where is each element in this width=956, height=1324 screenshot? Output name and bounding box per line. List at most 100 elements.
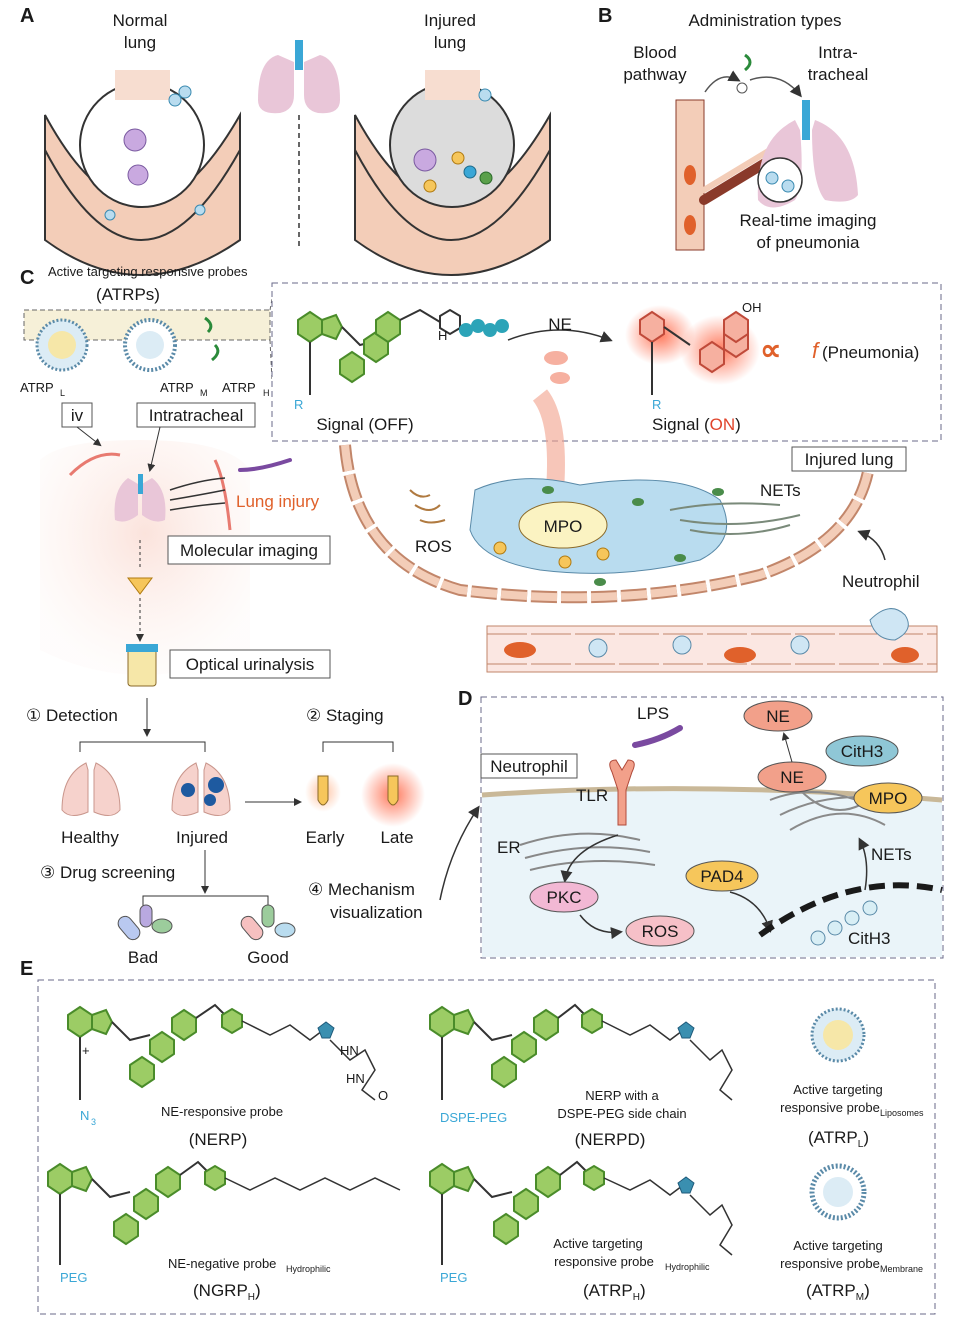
atrp-m-desc-1: Active targeting	[793, 1238, 883, 1253]
late-label: Late	[380, 828, 413, 847]
optical-urinalysis-label: Optical urinalysis	[186, 655, 315, 674]
atrp-h-abbr: (ATRPH)	[583, 1281, 646, 1303]
ne-enzyme-icon	[532, 351, 570, 491]
atrp-l-label: ATRP	[20, 380, 54, 395]
panel-b: B Administration types Blood pathway Int…	[598, 5, 877, 252]
early-label: Early	[306, 828, 345, 847]
dspe-peg-label: DSPE-PEG	[440, 1110, 507, 1125]
alveolar-wall-illustration	[339, 444, 876, 604]
atrp-h-desc-1: Active targeting	[553, 1236, 643, 1251]
normal-alveolus-illustration	[44, 70, 241, 276]
blood-vessel-illustration	[675, 99, 775, 251]
injured-alveolus-illustration	[354, 70, 551, 276]
nets-fibers	[769, 789, 891, 831]
ne-mid-label: NE	[780, 768, 804, 787]
mpo-d-label: MPO	[869, 789, 908, 808]
mechanism-label-2: visualization	[330, 903, 423, 922]
pad4-pill	[685, 860, 759, 892]
bad-label: Bad	[128, 948, 158, 967]
intratracheal-label-1: Intra-	[818, 43, 858, 62]
neutrophil-d-label: Neutrophil	[490, 757, 568, 776]
peg-label-2: PEG	[440, 1270, 467, 1285]
ne-arrow-label: NE	[548, 315, 572, 334]
injured-lung-label-1: Injured	[424, 11, 476, 30]
h-label: H	[438, 328, 447, 343]
nerpd-abbr: (NERPD)	[575, 1130, 646, 1149]
atrp-abbr: (ATRPs)	[96, 285, 160, 304]
capillary-illustration	[486, 608, 938, 673]
signal-on-label: Signal (ON)	[652, 415, 741, 434]
atrph-structure	[429, 1160, 733, 1265]
r-label-on: R	[652, 397, 661, 412]
signal-box	[271, 282, 942, 442]
cith3-bottom-label: CitH3	[848, 929, 891, 948]
normal-lung-label-2: lung	[124, 33, 156, 52]
er-label: ER	[497, 838, 521, 857]
n3-label: N	[80, 1108, 89, 1123]
atrp-h-desc-2: responsive probe	[554, 1254, 654, 1269]
panel-d: D Neutrophil LPS TLR ER PKC ROS PAD4 Cit…	[458, 688, 944, 959]
panel-label-d: D	[458, 688, 472, 710]
nerp-abbr: (NERP)	[189, 1130, 248, 1149]
nerp-hn-2: HN	[346, 1071, 365, 1086]
lung-b-illustration	[757, 100, 858, 208]
peg-label-1: PEG	[60, 1270, 87, 1285]
atrp-l-desc-2: responsive probe	[780, 1100, 880, 1115]
normal-lung-label-1: Normal	[113, 11, 168, 30]
ros-label: ROS	[415, 537, 452, 556]
optical-urinalysis-box	[169, 649, 331, 679]
cith3-top-pill	[825, 735, 899, 767]
staging-label: ② Staging	[306, 706, 384, 725]
realtime-imaging-label-1: Real-time imaging	[740, 211, 877, 230]
panel-label-b: B	[598, 5, 612, 27]
n3-sub: 3	[91, 1117, 96, 1127]
atrp-l-sub: L	[60, 388, 65, 398]
molecular-imaging-label: Molecular imaging	[180, 541, 318, 560]
mpo-label: MPO	[544, 517, 583, 536]
nerpd-line-1: NERP with a	[585, 1088, 659, 1103]
injured-lung-label: Injured lung	[805, 450, 894, 469]
body-illustration	[40, 426, 292, 675]
molecular-imaging-box	[167, 535, 331, 565]
realtime-imaging-label-2: of pneumonia	[756, 233, 860, 252]
liposome-probe-m	[123, 318, 177, 372]
atrp-m-label: ATRP	[160, 380, 194, 395]
panel-e: E + HN HN O N 3 NE-responsive probe (NER…	[20, 958, 936, 1315]
small-probe-h	[204, 316, 220, 362]
lung-icon	[258, 40, 340, 250]
chromatin-cith3-icon	[810, 900, 878, 946]
nerpd-line-2: DSPE-PEG side chain	[557, 1106, 686, 1121]
panel-c: C Active targeting responsive probes (AT…	[20, 264, 942, 967]
injured-lung-label-2: lung	[434, 33, 466, 52]
healthy-lung-icon	[61, 762, 121, 816]
nucleus-membrane	[758, 882, 943, 938]
ngrp-abbr: (NGRPH)	[193, 1281, 261, 1303]
atrp-m-desc-2: responsive probe	[780, 1256, 880, 1271]
late-tube-icon	[361, 763, 425, 827]
probe-icon	[704, 53, 802, 98]
tlr-receptor-icon	[609, 759, 635, 826]
atrp-m-sub: M	[200, 388, 208, 398]
nerp-hn-1: HN	[340, 1043, 359, 1058]
panel-a: A Normal lung Injured lung	[20, 5, 551, 276]
pkc-label: PKC	[547, 888, 582, 907]
drug-screening-label: ③ Drug screening	[40, 863, 175, 882]
mechanism-label-1: ④ Mechanism	[308, 880, 415, 899]
intratracheal-box	[136, 402, 256, 428]
lung-injury-label: Lung injury	[236, 492, 320, 511]
injured-lung-box	[791, 446, 907, 472]
atrp-l-desc-1: Active targeting	[793, 1082, 883, 1097]
injured-lung-icon	[171, 762, 231, 816]
panel-label-e: E	[20, 958, 33, 980]
nets-label: NETs	[760, 481, 801, 500]
cith3-top-label: CitH3	[841, 742, 884, 761]
proportional-symbol: ∝	[760, 334, 781, 367]
ngrph-structure	[47, 1160, 401, 1265]
atrp-m-abbr: (ATRPM)	[806, 1281, 870, 1303]
intratracheal-label-2: tracheal	[808, 65, 868, 84]
urine-cup-icon	[126, 644, 158, 687]
atrp-h-label: ATRP	[222, 380, 256, 395]
good-label: Good	[247, 948, 289, 967]
ngrp-name: NE-negative probe	[168, 1256, 276, 1271]
